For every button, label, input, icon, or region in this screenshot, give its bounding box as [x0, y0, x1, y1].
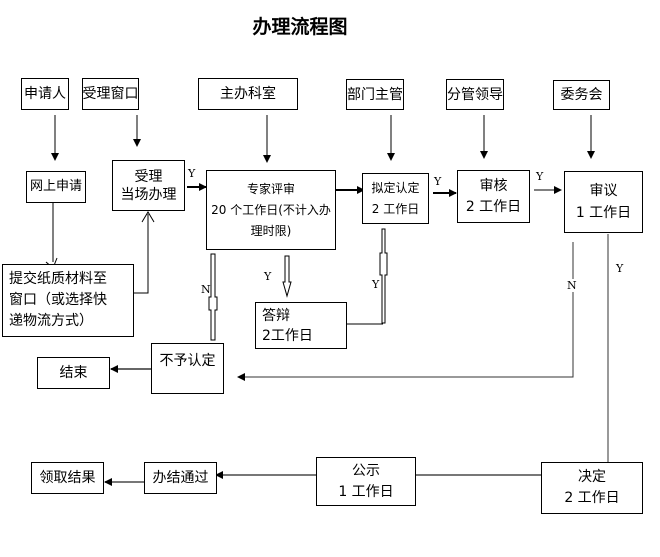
step-defense: 答辩 2工作日 — [255, 302, 347, 349]
role-committee: 委务会 — [553, 80, 610, 110]
role-dept-head: 部门主管 — [346, 79, 404, 110]
edge-label-deliberate-reject: N — [567, 279, 577, 292]
step-decide: 决定 2 工作日 — [541, 462, 643, 514]
step-accept: 受理 当场办理 — [112, 160, 185, 211]
edge-label-draft-audit: Y — [434, 175, 442, 188]
step-online-apply: 网上申请 — [26, 171, 86, 203]
step-expert-review: 专家评审 20 个工作日(不计入办 理时限) — [206, 170, 336, 250]
edge-label-accept-review: Y — [188, 167, 196, 180]
step-submit-materials: 提交纸质材料至 窗口（或选择快 递物流方式） — [2, 264, 134, 337]
edge-label-review-reject: N — [201, 283, 211, 296]
step-reject: 不予认定 — [151, 343, 224, 394]
edge-label-defense-draft: Y — [372, 278, 380, 291]
arrow-submit-to-accept — [134, 214, 149, 294]
edge-label-review-defense: Y — [264, 270, 272, 283]
page-title: 办理流程图 — [252, 16, 348, 38]
role-applicant: 申请人 — [21, 78, 69, 110]
step-collect: 领取结果 — [31, 462, 104, 494]
edge-label-audit-deliberate: Y — [536, 170, 544, 183]
arrow-review-to-defense — [282, 255, 292, 298]
role-leader: 分管领导 — [446, 79, 504, 110]
role-window: 受理窗口 — [82, 78, 139, 110]
step-deliberate: 审议 1 工作日 — [564, 171, 643, 233]
arrow-review-to-reject — [208, 253, 218, 341]
step-draft-cert: 拟定认定 2 工作日 — [362, 173, 429, 224]
step-end: 结束 — [37, 357, 110, 389]
edge-label-deliberate-decide: Y — [616, 262, 624, 275]
role-office: 主办科室 — [198, 78, 298, 110]
arrow-defense-to-draft — [379, 228, 388, 324]
step-complete: 办结通过 — [144, 462, 217, 494]
step-audit: 审核 2 工作日 — [457, 170, 530, 223]
step-publicize: 公示 1 工作日 — [316, 457, 416, 506]
